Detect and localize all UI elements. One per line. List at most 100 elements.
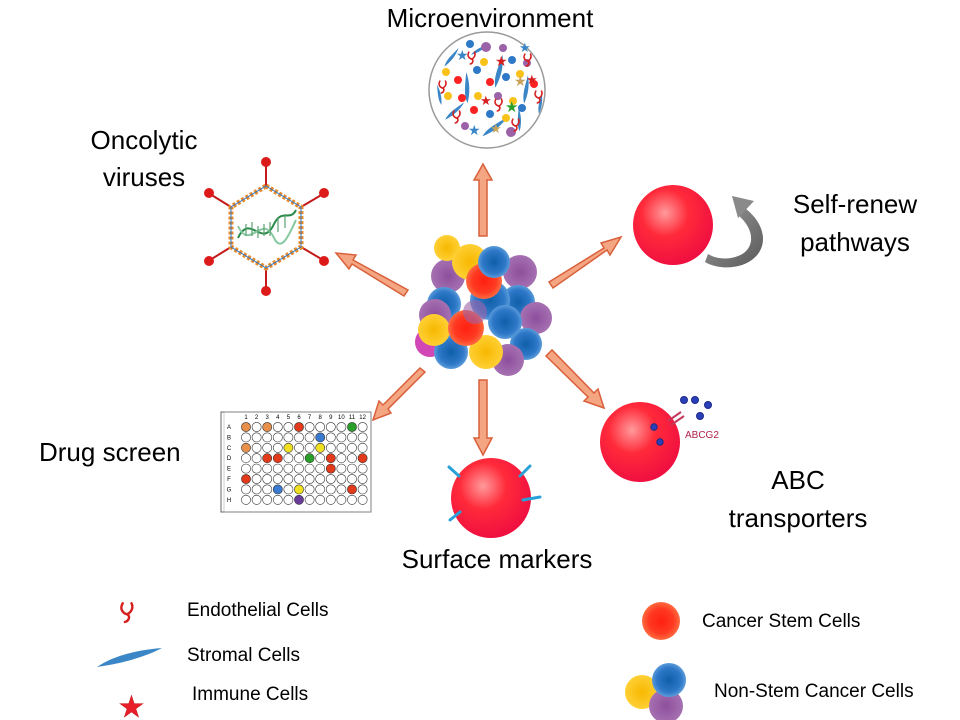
legend-icons: ★ [97,602,686,720]
plate-well [241,463,251,474]
svg-text:★: ★ [526,73,538,88]
plate-well [336,432,347,443]
plate-well [272,453,283,464]
plate-well [272,432,283,443]
plate-row-label: E [227,467,231,473]
plate-well [294,432,304,443]
plate-row-label: B [227,435,231,441]
plate-well [325,442,336,453]
legend-immune-icon: ★ [118,690,145,720]
micro-stars: ★ ★ ★ ★ ★ ★ ★ ★ ★ [456,41,538,139]
plate-well [336,484,347,495]
plate-well [315,432,326,443]
plate-well [357,422,368,432]
plate-column-label: 11 [349,415,356,421]
plate-well [347,494,357,505]
plate-well [357,453,368,464]
plate-column-label: 8 [319,415,323,421]
plate-well [357,494,368,505]
plate-well [251,494,262,505]
legend-non-stem-label: Non-Stem Cancer Cells [714,681,914,702]
plate-well [283,494,294,505]
label-abcg2: ABCG2 [685,430,719,441]
plate-wells [241,422,368,505]
label-drug-screen: Drug screen [39,437,181,467]
plate-well [283,463,294,474]
plate-well [251,422,262,432]
plate-well [325,494,336,505]
label-surface-markers: Surface markers [401,544,593,574]
plate-well [315,494,326,505]
legend-immune-label: Immune Cells [192,684,309,705]
arrows [334,162,623,457]
plate-well [347,453,357,464]
svg-text:★: ★ [505,98,518,116]
plate-well [241,432,251,443]
plate-well [294,422,304,432]
plate-column-label: 10 [338,415,345,421]
legend-cancer-stem-icon [642,602,680,640]
plate-well [347,484,357,495]
label-oncolytic-line2: viruses [102,162,186,192]
arrow-up-right [547,235,623,290]
plate-well [357,463,368,474]
plate-well [325,463,336,474]
plate-well [325,422,336,432]
plate-well [283,484,294,495]
arrow-down [472,379,494,457]
plate-well [294,463,304,474]
plate-well [294,484,304,495]
plate-well [336,453,347,464]
svg-text:★: ★ [480,94,492,109]
microenvironment-circle: ★ ★ ★ ★ ★ ★ ★ ★ ★ [428,31,549,149]
plate-well [262,484,273,495]
plate-well [251,474,262,484]
plate-column-label: 6 [297,415,301,421]
label-abc-line2: transporters [728,503,868,533]
legend-stromal-icon [97,648,162,667]
plate-well [283,474,294,484]
plate-well [283,442,294,453]
plate-well [347,422,357,432]
arrow-up-left [334,252,410,298]
micro-cells [442,40,538,137]
plate-well [294,474,304,484]
plate-well [262,422,273,432]
legend-non-stem-icon [625,663,686,720]
plate-well [325,474,336,484]
plate-well [357,484,368,495]
self-renew-cell [633,185,713,265]
plate-well [304,432,315,443]
svg-text:★: ★ [514,74,527,90]
plate-well [262,432,273,443]
plate-well [357,474,368,484]
oncolytic-virus-icon [204,157,329,296]
plate-well [272,484,283,495]
plate-row-label: F [227,477,231,483]
plate-well [336,463,347,474]
plate-well [294,494,304,505]
plate-well [241,494,251,505]
plate-well [272,463,283,474]
plate-row-label: C [227,446,232,452]
plate-well [357,442,368,453]
label-selfrenew-line1: Self-renew [792,189,918,219]
plate-well [357,432,368,443]
plate-column-label: 5 [287,415,291,421]
plate-well [272,422,283,432]
plate-well [304,474,315,484]
plate-well [251,463,262,474]
plate-well [241,484,251,495]
svg-text:★: ★ [495,54,508,70]
plate-well [347,442,357,453]
plate-well [294,453,304,464]
plate-well [315,474,326,484]
arrow-down-left [371,366,427,422]
plate-well [347,432,357,443]
plate-well [241,422,251,432]
plate-well [315,484,326,495]
